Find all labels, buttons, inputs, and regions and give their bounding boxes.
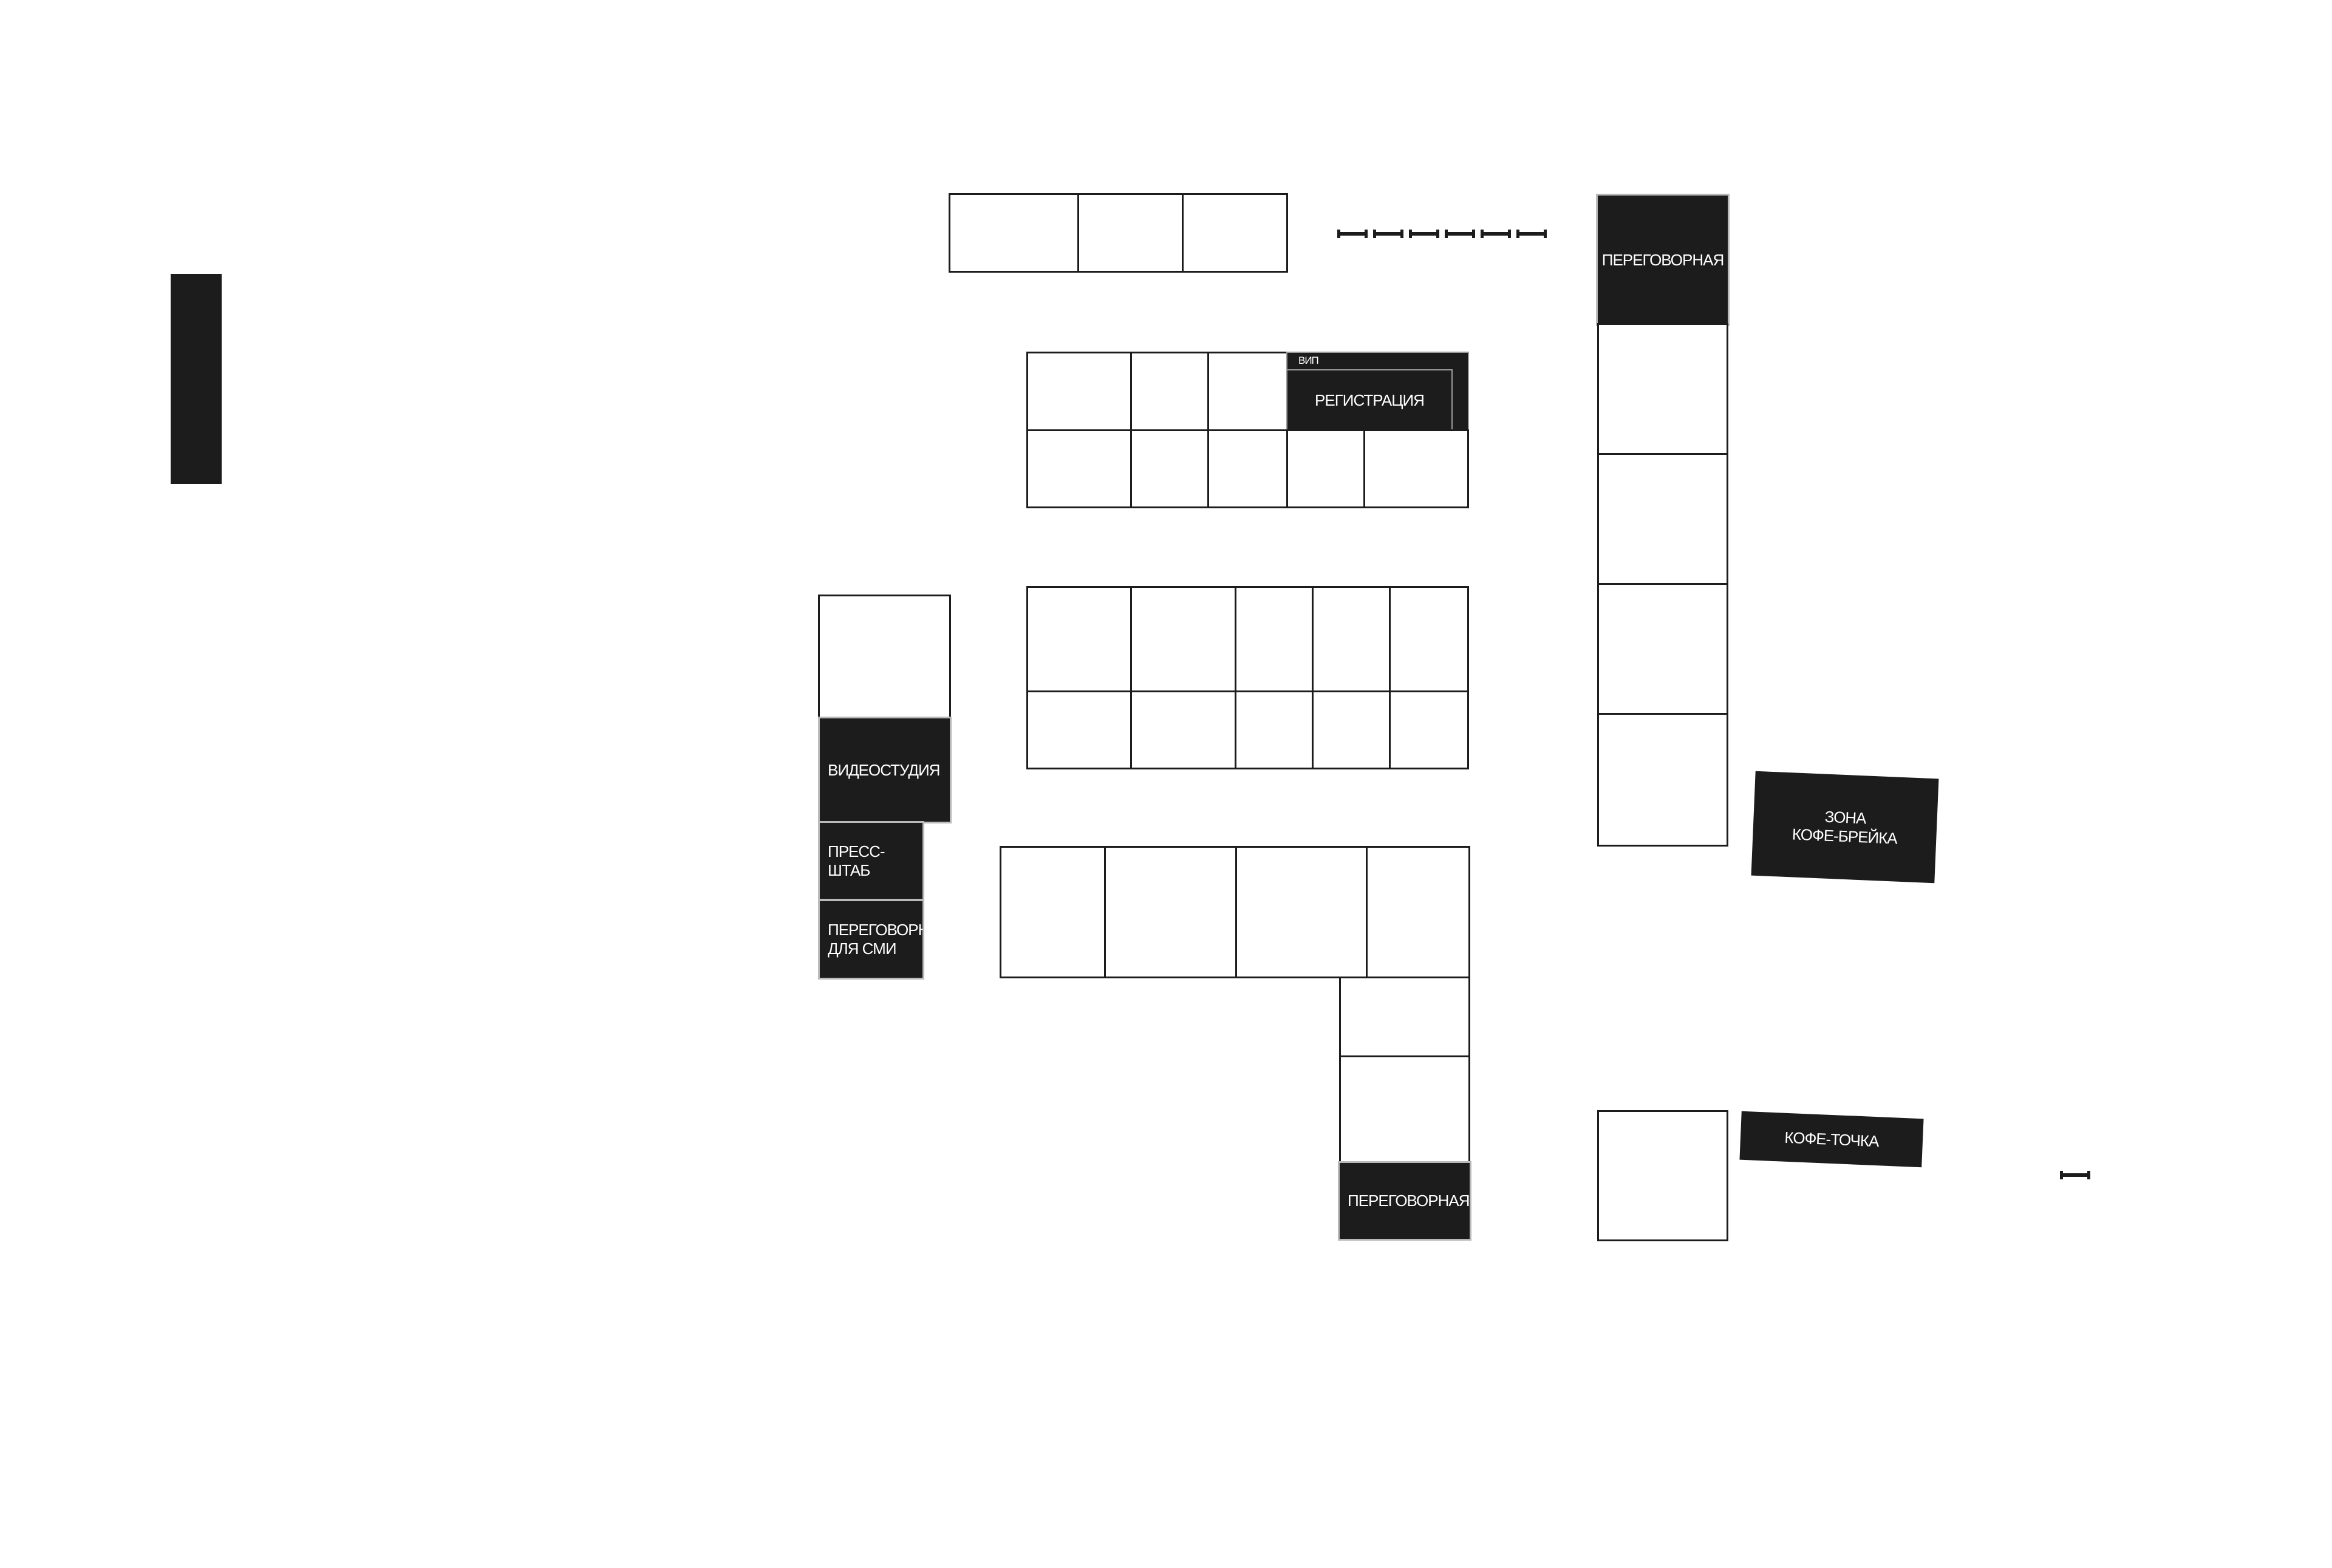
meeting-room-bottom-label: ПЕРЕГОВОРНАЯ: [1348, 1191, 1470, 1210]
booth-mid-r1-5[interactable]: [1389, 586, 1469, 692]
meeting-room-top-label: ПЕРЕГОВОРНАЯ: [1601, 250, 1724, 269]
vip-label: ВИП: [1298, 355, 1319, 366]
booth-mid-r2-5[interactable]: [1389, 690, 1469, 769]
booth-top-1[interactable]: [949, 193, 1079, 273]
booth-mid-r1-1[interactable]: [1026, 586, 1132, 692]
stanchion-2: [1373, 230, 1403, 238]
booth-reg-r2-5[interactable]: [1363, 429, 1469, 508]
booth-lower-2[interactable]: [1339, 1055, 1470, 1163]
registration-desk[interactable]: РЕГИСТРАЦИЯ: [1287, 369, 1453, 430]
coffee-point[interactable]: КОФЕ-ТОЧКА: [1739, 1111, 1924, 1168]
video-studio-label: ВИДЕОСТУДИЯ: [828, 760, 940, 779]
registration-label: РЕГИСТРАЦИЯ: [1315, 390, 1425, 409]
booth-reg-r1-3[interactable]: [1207, 352, 1288, 431]
stanchion-6: [1516, 230, 1547, 238]
booth-bottom-2[interactable]: [1104, 846, 1237, 978]
press-hq-label: ПРЕСС-ШТАБ: [828, 842, 885, 879]
stanchion-4: [1445, 230, 1475, 238]
booth-reg-r2-1[interactable]: [1026, 429, 1132, 508]
booth-mid-r2-4[interactable]: [1312, 690, 1391, 769]
booth-mid-r2-3[interactable]: [1235, 690, 1314, 769]
booth-left-top[interactable]: [818, 595, 951, 718]
vip-zone[interactable]: ВИП РЕГИСТРАЦИЯ: [1286, 352, 1469, 431]
booth-mid-r2-1[interactable]: [1026, 690, 1132, 769]
booth-mid-r1-2[interactable]: [1130, 586, 1236, 692]
booth-right-3[interactable]: [1597, 583, 1728, 715]
booth-reg-r2-3[interactable]: [1207, 429, 1288, 508]
booth-top-2[interactable]: [1077, 193, 1184, 273]
booth-right-4[interactable]: [1597, 713, 1728, 847]
video-studio[interactable]: ВИДЕОСТУДИЯ: [818, 717, 952, 823]
booth-right-1[interactable]: [1597, 323, 1728, 455]
booth-mid-r2-2[interactable]: [1130, 690, 1236, 769]
media-meeting-room-label: ПЕРЕГОВОРНАЯ ДЛЯ СМИ: [828, 921, 950, 958]
coffee-break-zone[interactable]: ЗОНА КОФЕ-БРЕЙКА: [1751, 771, 1939, 884]
booth-mid-r1-3[interactable]: [1235, 586, 1314, 692]
stanchion-3: [1409, 230, 1439, 238]
booth-right-2[interactable]: [1597, 453, 1728, 585]
booth-reg-r2-4[interactable]: [1286, 429, 1365, 508]
booth-reg-r1-2[interactable]: [1130, 352, 1209, 431]
booth-lower-1[interactable]: [1339, 977, 1470, 1057]
left-wall-block: [171, 274, 222, 484]
booth-top-3[interactable]: [1182, 193, 1288, 273]
booth-bottom-3[interactable]: [1235, 846, 1368, 978]
booth-reg-r1-1[interactable]: [1026, 352, 1132, 431]
press-hq[interactable]: ПРЕСС-ШТАБ: [818, 821, 924, 901]
booth-mid-r1-4[interactable]: [1312, 586, 1391, 692]
stanchion-single: [2060, 1171, 2090, 1179]
meeting-room-top[interactable]: ПЕРЕГОВОРНАЯ: [1596, 194, 1730, 326]
meeting-room-bottom[interactable]: ПЕРЕГОВОРНАЯ: [1338, 1161, 1471, 1241]
booth-coffee-adjacent[interactable]: [1597, 1110, 1728, 1241]
media-meeting-room[interactable]: ПЕРЕГОВОРНАЯ ДЛЯ СМИ: [818, 899, 950, 980]
stanchion-1: [1337, 230, 1368, 238]
booth-reg-r2-2[interactable]: [1130, 429, 1209, 508]
stanchion-5: [1481, 230, 1511, 238]
booth-bottom-4[interactable]: [1366, 846, 1470, 978]
coffee-point-label: КОФЕ-ТОЧКА: [1784, 1128, 1880, 1150]
coffee-break-zone-label: ЗОНА КОФЕ-БРЕЙКА: [1792, 807, 1898, 848]
booth-bottom-1[interactable]: [1000, 846, 1106, 978]
